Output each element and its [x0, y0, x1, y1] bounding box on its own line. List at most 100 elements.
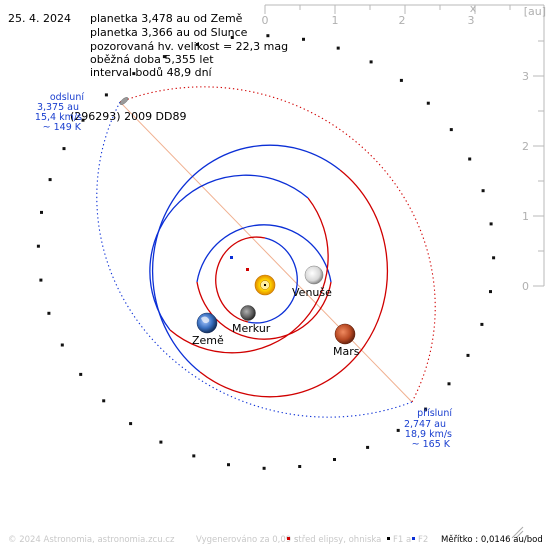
orbit-position-dot [48, 178, 52, 182]
perihelion-annotation: přísluní 2,747 au 18,9 km/s ~ 165 K [404, 408, 452, 450]
orbit-position-dot [162, 55, 166, 59]
orbit-position-dot [262, 466, 266, 470]
mars-label: Mars [333, 345, 360, 358]
orbit-position-dot [196, 43, 199, 46]
legend-f1-label: F1 a [393, 535, 411, 545]
mars-planet [334, 323, 356, 345]
perihelion-temperature: ~ 165 K [412, 439, 451, 450]
unit-label: [au] [524, 5, 546, 18]
copyright-text: © 2024 Astronomia, astronomia.zcu.cz [8, 535, 175, 545]
sun [254, 274, 276, 296]
orbit-position-dot [104, 93, 108, 97]
perihelion-distance: 2,747 au [404, 419, 446, 430]
apsis-line [119, 101, 413, 403]
mercury-planet [240, 305, 256, 321]
aphelion-title: odsluní [50, 92, 84, 103]
resize-handle-icon[interactable] [511, 526, 524, 539]
orbit-position-dot [336, 46, 340, 50]
orbit-position-dot [489, 222, 493, 226]
orbit-position-dot [424, 407, 428, 411]
info-line: planetka 3,366 au od Slunce [90, 26, 248, 39]
orbit-position-dot [492, 256, 496, 260]
scale-label: Měřítko : 0,0146 au/bod [441, 535, 543, 545]
aphelion-annotation: odsluní 3,375 au 15,4 km/s ~ 149 K [35, 92, 84, 133]
date-label: 25. 4. 2024 [8, 12, 71, 25]
orbit-position-dot [62, 147, 66, 151]
generated-time: Vygenerováno za 0,09 s [196, 535, 299, 545]
legend-center-swatch [287, 537, 290, 540]
y-tick-1: 1 [522, 210, 529, 223]
orbit-position-dot [489, 290, 492, 294]
orbit-position-dot [36, 244, 40, 248]
y-tick-2: 2 [522, 140, 529, 153]
orbit-position-dot [302, 37, 305, 41]
legend-f2-swatch [412, 537, 415, 540]
orbit-position-dot [466, 353, 470, 357]
earth-orbit [149, 174, 329, 354]
orbit-position-dot [40, 210, 43, 214]
legend-center-label: střed elipsy, ohniska [294, 535, 381, 545]
x-tick-3: 3 [468, 14, 475, 27]
orbit-position-dot [230, 36, 234, 39]
orbit-position-dot [159, 440, 163, 444]
perihelion-speed: 18,9 km/s [405, 429, 452, 440]
orbit-position-dot [192, 454, 196, 458]
blue-marker [230, 256, 233, 259]
legend-f1-swatch [387, 537, 390, 540]
y-tick-0: 0 [522, 280, 529, 293]
venus-label: Venuše [292, 286, 332, 299]
x-tick-0: 0 [262, 14, 269, 27]
info-line: planetka 3,478 au od Země [90, 12, 243, 25]
x-axis-label: x [470, 2, 477, 15]
mercury-label: Merkur [232, 322, 271, 335]
orbit-position-dot [333, 458, 336, 461]
info-line: oběžná doba 5,355 let [90, 53, 214, 66]
earth-planet [196, 312, 218, 334]
asteroid-name-label: (296293) 2009 DD89 [70, 110, 187, 123]
orbit-position-dot [102, 399, 106, 403]
orbit-position-dot [227, 463, 230, 467]
orbit-position-dot [468, 157, 472, 161]
x-tick-1: 1 [332, 14, 339, 27]
asteroid-marker [119, 97, 129, 105]
orbit-position-dot [481, 189, 485, 193]
x-tick-2: 2 [399, 14, 406, 27]
y-tick-3: 3 [522, 70, 529, 83]
red-marker [246, 268, 249, 271]
asteroid-position-marks [36, 34, 496, 470]
info-block: planetka 3,478 au od Země planetka 3,366… [90, 12, 288, 79]
asteroid-orbit [96, 86, 436, 418]
info-line: pozorovaná hv. velikost = 22,3 mag [90, 40, 288, 53]
footer: © 2024 Astronomia, astronomia.zcu.cz Vyg… [8, 535, 543, 545]
venus-orbit [196, 224, 332, 340]
orbit-position-dot [79, 372, 83, 376]
orbit-position-dot [47, 311, 51, 315]
legend-f2-label: F2 [418, 535, 428, 545]
aphelion-speed: 15,4 km/s [35, 112, 82, 123]
orbit-position-dot [399, 78, 403, 82]
perihelion-title: přísluní [417, 408, 452, 419]
orbit-position-dot [132, 72, 136, 76]
mars-orbit [151, 144, 389, 398]
mercury-orbit [215, 236, 298, 324]
orbit-position-dot [366, 445, 370, 449]
x-axis [264, 4, 544, 14]
orbit-position-dot [60, 343, 64, 347]
info-line: interval bodů 48,9 dní [90, 66, 213, 79]
orbit-position-dot [449, 128, 453, 132]
orbit-position-dot [447, 382, 451, 386]
orbit-position-dot [298, 465, 302, 468]
orbit-position-dot [266, 34, 270, 38]
orbit-position-dot [480, 322, 484, 326]
aphelion-distance: 3,375 au [37, 102, 79, 113]
orbit-position-dot [129, 422, 133, 426]
orbit-position-dot [369, 60, 373, 64]
aphelion-temperature: ~ 149 K [43, 122, 82, 133]
orbit-position-dot [426, 101, 430, 105]
venus-planet [304, 265, 324, 285]
orbit-position-dot [81, 118, 85, 122]
orbit-position-dot [39, 278, 43, 282]
y-axis [533, 5, 545, 287]
orbit-position-dot [396, 428, 400, 432]
